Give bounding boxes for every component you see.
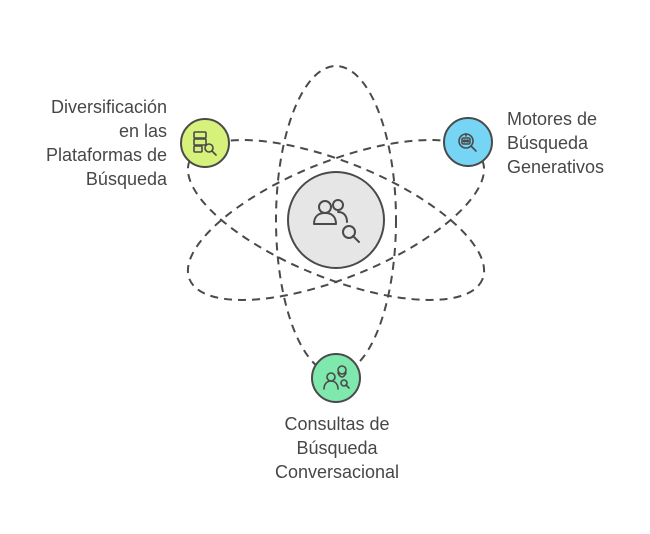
bottom-node[interactable] bbox=[311, 353, 361, 403]
users-search-icon bbox=[313, 199, 360, 243]
label-line: Plataformas de bbox=[45, 145, 167, 165]
right-node[interactable] bbox=[443, 117, 493, 167]
bottom-node-circle bbox=[311, 353, 361, 403]
center-node[interactable] bbox=[287, 171, 385, 269]
label-line: Conversacional bbox=[274, 462, 400, 482]
server-search-icon bbox=[193, 131, 217, 156]
left-node[interactable] bbox=[180, 118, 230, 168]
right-node-label: Motores de Búsqueda Generativos bbox=[507, 107, 604, 179]
conversation-users-icon bbox=[323, 365, 350, 390]
bottom-node-label: Consultas de Búsqueda Conversacional bbox=[268, 412, 406, 484]
left-node-circle bbox=[180, 118, 230, 168]
label-line: Búsqueda bbox=[296, 438, 378, 458]
orbit-vertical bbox=[275, 65, 397, 375]
label-line: Motores de bbox=[507, 109, 598, 129]
robot-search-icon bbox=[458, 133, 477, 152]
label-line: Generativos bbox=[507, 157, 605, 177]
label-line: Diversificación bbox=[50, 97, 167, 117]
label-line: Búsqueda bbox=[85, 169, 167, 189]
left-node-label: Diversificación en las Plataformas de Bú… bbox=[46, 95, 167, 191]
label-line: Consultas de bbox=[284, 414, 390, 434]
label-line: Búsqueda bbox=[507, 133, 589, 153]
label-line: en las bbox=[118, 121, 167, 141]
